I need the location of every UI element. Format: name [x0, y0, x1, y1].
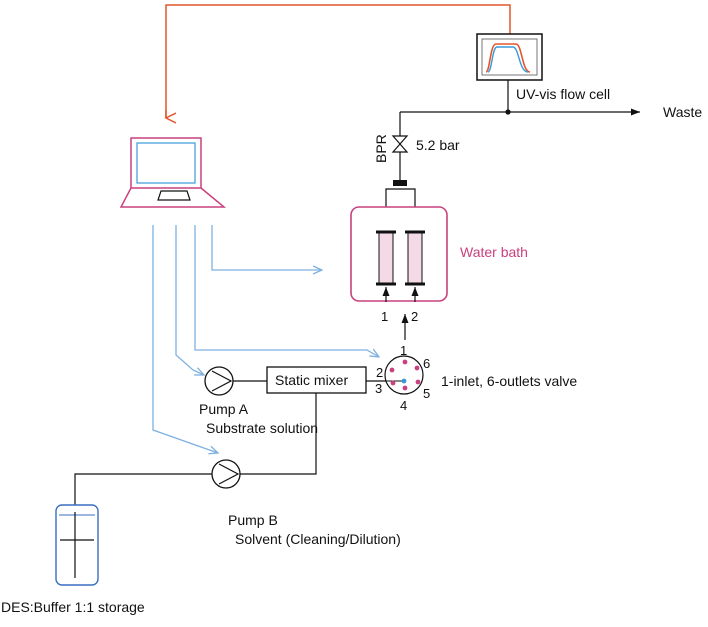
control-line-water-bath [211, 225, 322, 270]
valve-center [401, 378, 407, 384]
laptop-icon [119, 137, 227, 208]
pump-a-icon [204, 366, 234, 396]
valve-port-label-4: 4 [400, 398, 407, 413]
pump-b-to-mixer-line [240, 393, 317, 475]
valve-port-label-6: 6 [423, 356, 430, 371]
valve-port [415, 379, 421, 385]
static-mixer [266, 366, 367, 394]
valve-port [402, 385, 408, 391]
storage-bottle-icon [55, 504, 99, 586]
valve-port-label-2: 2 [376, 365, 383, 380]
junction-dot [505, 109, 511, 115]
column-1 [376, 230, 396, 286]
solvent-label: Solvent (Cleaning/Dilution) [235, 531, 401, 547]
valve-port [402, 359, 408, 365]
column-2 [405, 230, 425, 286]
valve-port [414, 365, 420, 371]
static-mixer-label: Static mixer [275, 372, 348, 388]
pressure-label: 5.2 bar [416, 137, 460, 153]
control-line-pump-a [175, 225, 204, 375]
valve-port [389, 367, 395, 373]
column-1-label: 1 [381, 309, 388, 324]
valve-port-label-5: 5 [423, 386, 430, 401]
spectrum-monitor-icon [476, 33, 543, 81]
valve-description: 1-inlet, 6-outlets valve [441, 373, 577, 389]
storage-label: DES:Buffer 1:1 storage [1, 599, 145, 615]
back-pressure-regulator-icon [391, 135, 409, 153]
control-line-pump-b [152, 225, 218, 453]
waste-label: Waste [663, 104, 702, 120]
feedback-signal-line [165, 4, 511, 118]
water-bath [350, 206, 448, 302]
pump-b-label: Pump B [228, 512, 278, 528]
valve-port [390, 380, 396, 386]
bpr-label: BPR [373, 134, 389, 163]
water-bath-label: Water bath [460, 244, 528, 260]
control-line-valve [194, 225, 379, 357]
valve-port-label-3: 3 [375, 381, 382, 396]
valve-port-label-1: 1 [400, 343, 407, 358]
pump-a-label: Pump A [199, 401, 249, 417]
substrate-label: Substrate solution [206, 420, 318, 436]
bottle-to-pump-b-line [74, 473, 212, 512]
six-port-valve [384, 355, 424, 395]
column-2-label: 2 [411, 309, 418, 324]
pump-b-icon [211, 459, 241, 489]
flow-cell-label: UV-vis flow cell [516, 86, 610, 102]
column-manifold [393, 180, 407, 186]
